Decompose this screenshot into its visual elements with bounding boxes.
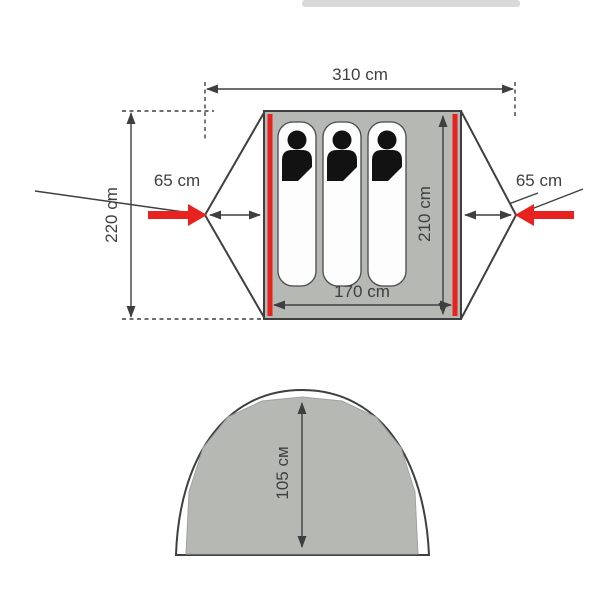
dim-label-height: 105 см xyxy=(273,446,292,499)
sleeping-mat-3 xyxy=(367,121,407,287)
dim-label-inner-length: 210 cm xyxy=(415,186,434,242)
sleeper-torso xyxy=(282,150,312,181)
sleeper-torso xyxy=(372,150,402,181)
sleeper-icon xyxy=(287,130,307,150)
dim-label-total-length: 310 cm xyxy=(332,65,388,84)
dim-label-total-width: 220 cm xyxy=(102,187,121,243)
top-view: 310 cm 220 cm xyxy=(34,65,584,320)
sleeper-icon xyxy=(377,130,397,150)
sleeping-mat-1 xyxy=(277,121,317,287)
sleeper-icon xyxy=(332,130,352,150)
dim-label-vestibule-left: 65 cm xyxy=(154,171,200,190)
watermark-remnant xyxy=(302,0,520,7)
dim-label-vestibule-right: 65 cm xyxy=(516,171,562,190)
front-view: 105 см xyxy=(174,388,431,556)
entrance-arrow-left-icon xyxy=(148,204,207,226)
dim-label-inner-width: 170 cm xyxy=(334,282,390,301)
entrance-arrow-right-icon xyxy=(515,204,574,226)
blanket-fold xyxy=(388,167,402,181)
sleeping-mat-2 xyxy=(322,121,362,287)
blanket-fold xyxy=(298,167,312,181)
sleeper-torso xyxy=(327,150,357,181)
blanket-fold xyxy=(343,167,357,181)
